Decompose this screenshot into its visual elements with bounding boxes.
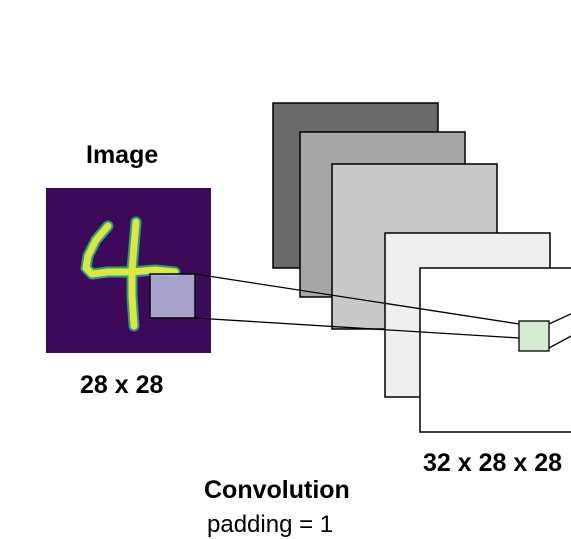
operation-name: Convolution [204,476,350,504]
input-size-label: 28 x 28 [80,371,164,399]
projection-line-bottom [194,317,520,339]
kernel-window [149,273,196,319]
output-size-label: 32 x 28 x 28 [423,449,563,477]
operation-detail: padding = 1 [207,511,334,538]
input-image [46,188,211,353]
input-title: Image [86,141,159,169]
output-patch [518,320,550,352]
projection-line-top [194,273,520,325]
